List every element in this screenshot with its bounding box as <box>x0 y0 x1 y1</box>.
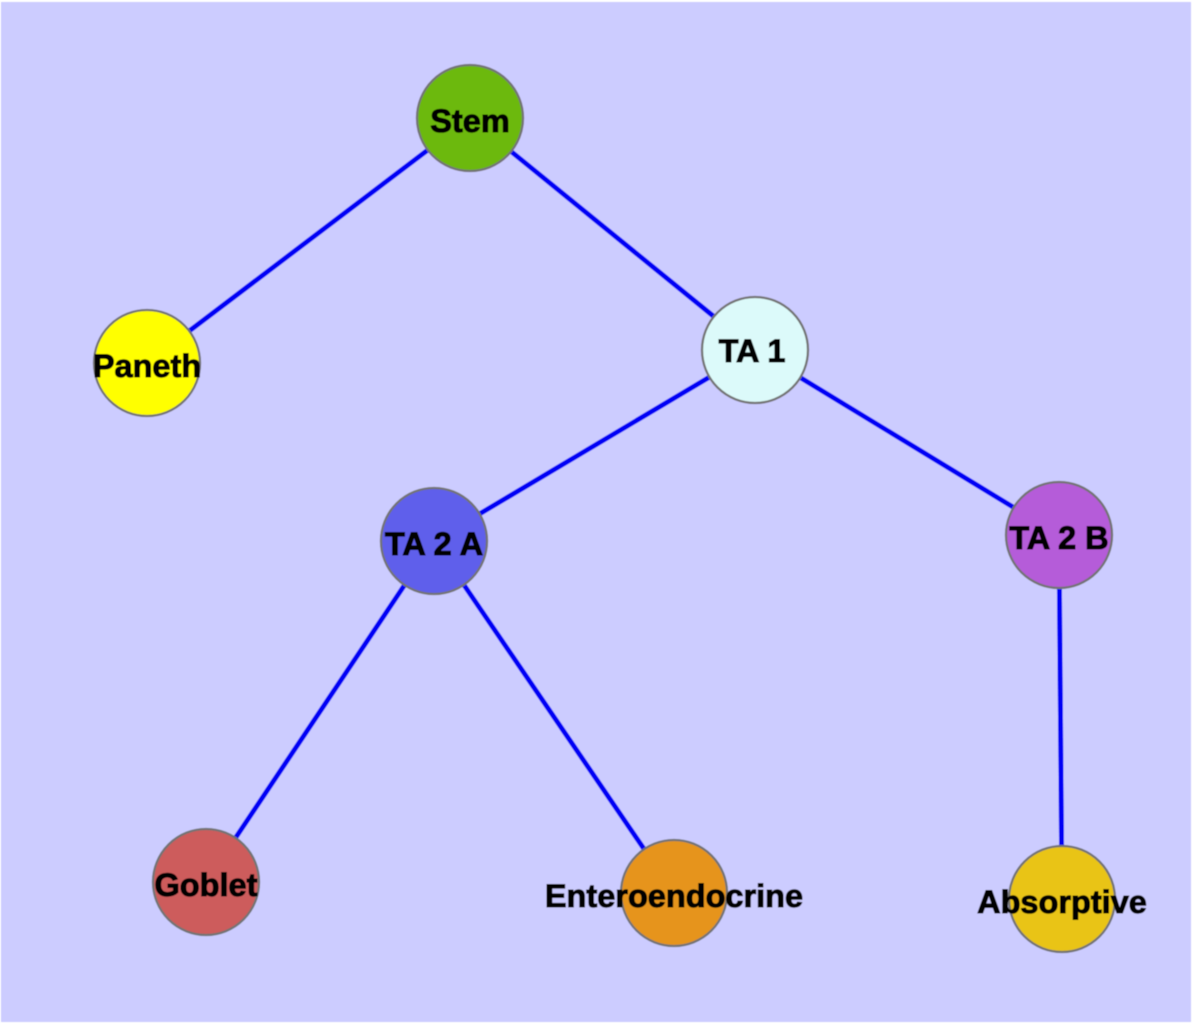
svg-text:Absorptive: Absorptive <box>977 884 1147 920</box>
svg-text:TA 2 B: TA 2 B <box>1009 520 1108 556</box>
svg-text:Goblet: Goblet <box>155 867 258 903</box>
svg-text:Enteroendocrine: Enteroendocrine <box>545 878 803 914</box>
svg-text:Stem: Stem <box>430 103 509 139</box>
svg-text:TA 1: TA 1 <box>719 333 786 369</box>
svg-text:TA 2 A: TA 2 A <box>385 526 483 562</box>
svg-text:Paneth: Paneth <box>93 348 201 384</box>
